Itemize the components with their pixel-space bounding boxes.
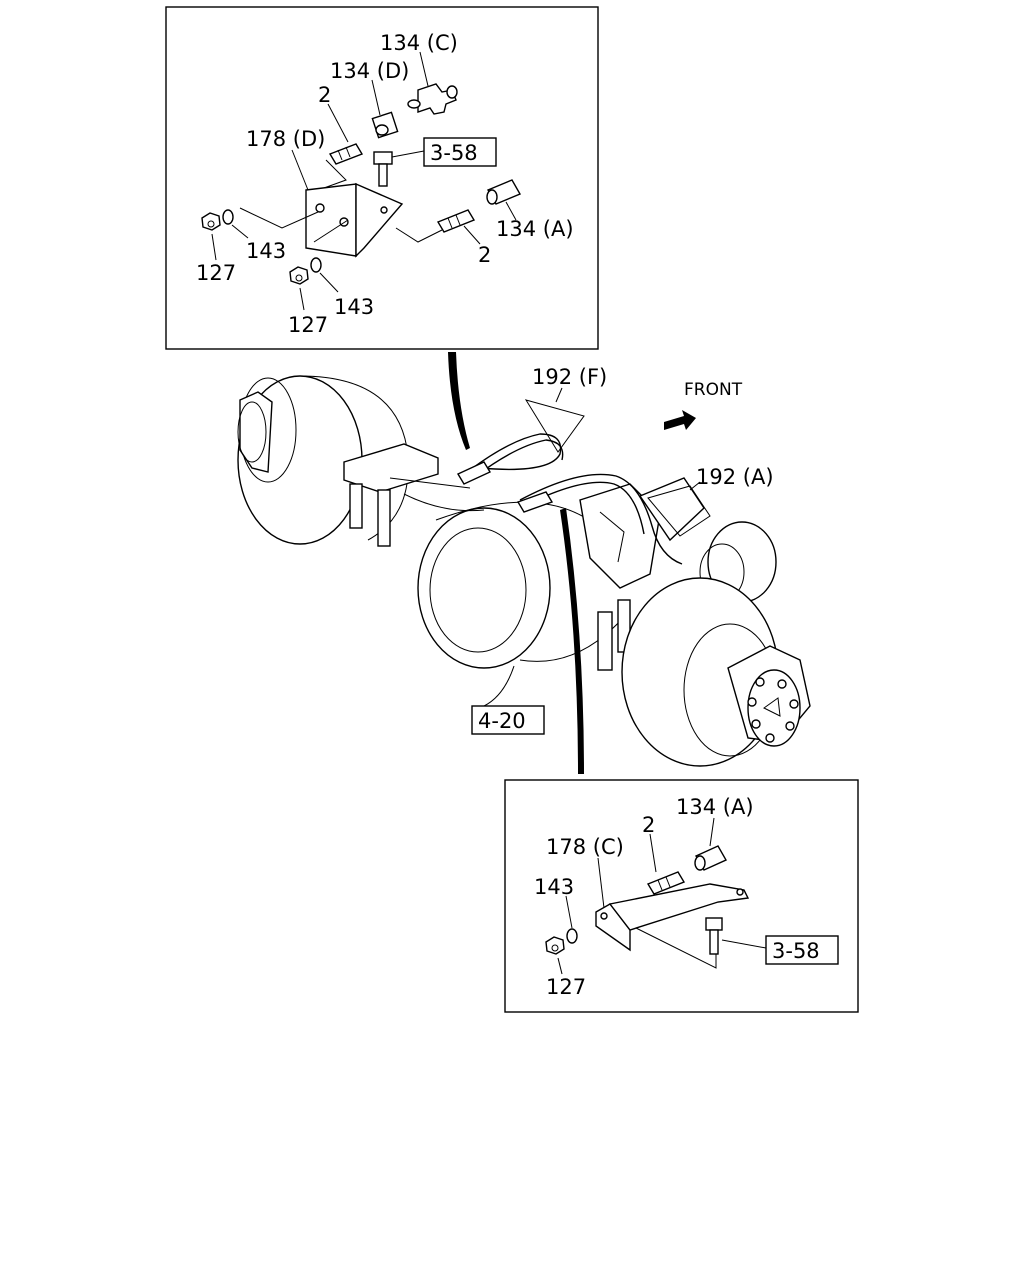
front-direction-indicator: FRONT bbox=[664, 380, 743, 430]
label-nut-lower: 127 bbox=[288, 313, 328, 337]
bracket-178d-part bbox=[239, 149, 443, 258]
label-hose-192f: 192 (F) bbox=[532, 365, 607, 389]
rear-axle-assembly bbox=[237, 375, 811, 767]
reference-box-lower[interactable]: 3-58 bbox=[765, 935, 839, 965]
reference-box-axle[interactable]: 4-20 bbox=[471, 705, 545, 735]
label-nipple-upper: 2 bbox=[318, 83, 331, 107]
label-valve-134c: 134 (C) bbox=[380, 31, 458, 55]
label-washer-upper: 143 bbox=[246, 239, 286, 263]
svg-text:4-20: 4-20 bbox=[478, 709, 526, 733]
callout-leader-lower bbox=[560, 508, 584, 774]
label-nut-134a-lower: 134 (A) bbox=[676, 795, 754, 819]
callout-leader-upper bbox=[448, 352, 470, 450]
label-washer-lower-detail: 143 bbox=[534, 875, 574, 899]
label-bracket-178c: 178 (C) bbox=[546, 835, 624, 859]
nipple-upper-part bbox=[327, 103, 364, 165]
nut-134d-part bbox=[371, 79, 399, 139]
nipple-lower-detail-part bbox=[646, 833, 686, 895]
washer-lower-detail-part bbox=[565, 895, 578, 944]
bolt-upper-part bbox=[373, 150, 425, 187]
upper-detail-panel: 134 (C) 134 (D) 2 178 (D) 3-58 134 (A) 2… bbox=[165, 6, 599, 350]
front-label: FRONT bbox=[684, 380, 743, 400]
label-hose-192a: 192 (A) bbox=[696, 465, 774, 489]
svg-text:3-58: 3-58 bbox=[430, 141, 478, 165]
hex-nut-lower-detail-part bbox=[545, 936, 565, 975]
svg-text:3-58: 3-58 bbox=[772, 939, 820, 963]
reference-box-upper[interactable]: 3-58 bbox=[423, 137, 497, 167]
label-bracket-178d: 178 (D) bbox=[246, 127, 325, 151]
label-nipple-lower-detail: 2 bbox=[642, 813, 655, 837]
washer-lower-part bbox=[310, 257, 339, 293]
label-nipple-lower: 2 bbox=[478, 243, 491, 267]
tee-valve-part bbox=[407, 51, 458, 115]
label-nut-lower-detail: 127 bbox=[546, 975, 586, 999]
bracket-178c-part bbox=[595, 857, 750, 969]
hex-nut-lower-part bbox=[289, 266, 309, 311]
nut-134a-lower-part bbox=[694, 817, 727, 871]
bolt-lower-part bbox=[705, 917, 767, 955]
lower-detail-panel: 134 (A) 2 178 (C) 143 127 3-58 bbox=[504, 779, 859, 1013]
washer-upper-part bbox=[222, 209, 249, 239]
label-nut-134a-upper: 134 (A) bbox=[496, 217, 574, 241]
label-washer-lower: 143 bbox=[334, 295, 374, 319]
nipple-lower-part bbox=[436, 209, 481, 245]
label-nut-upper: 127 bbox=[196, 261, 236, 285]
front-arrow-icon bbox=[664, 410, 696, 430]
hex-nut-upper-part bbox=[201, 212, 221, 261]
nut-134a-upper-part bbox=[486, 179, 522, 221]
label-nut-134d: 134 (D) bbox=[330, 59, 409, 83]
